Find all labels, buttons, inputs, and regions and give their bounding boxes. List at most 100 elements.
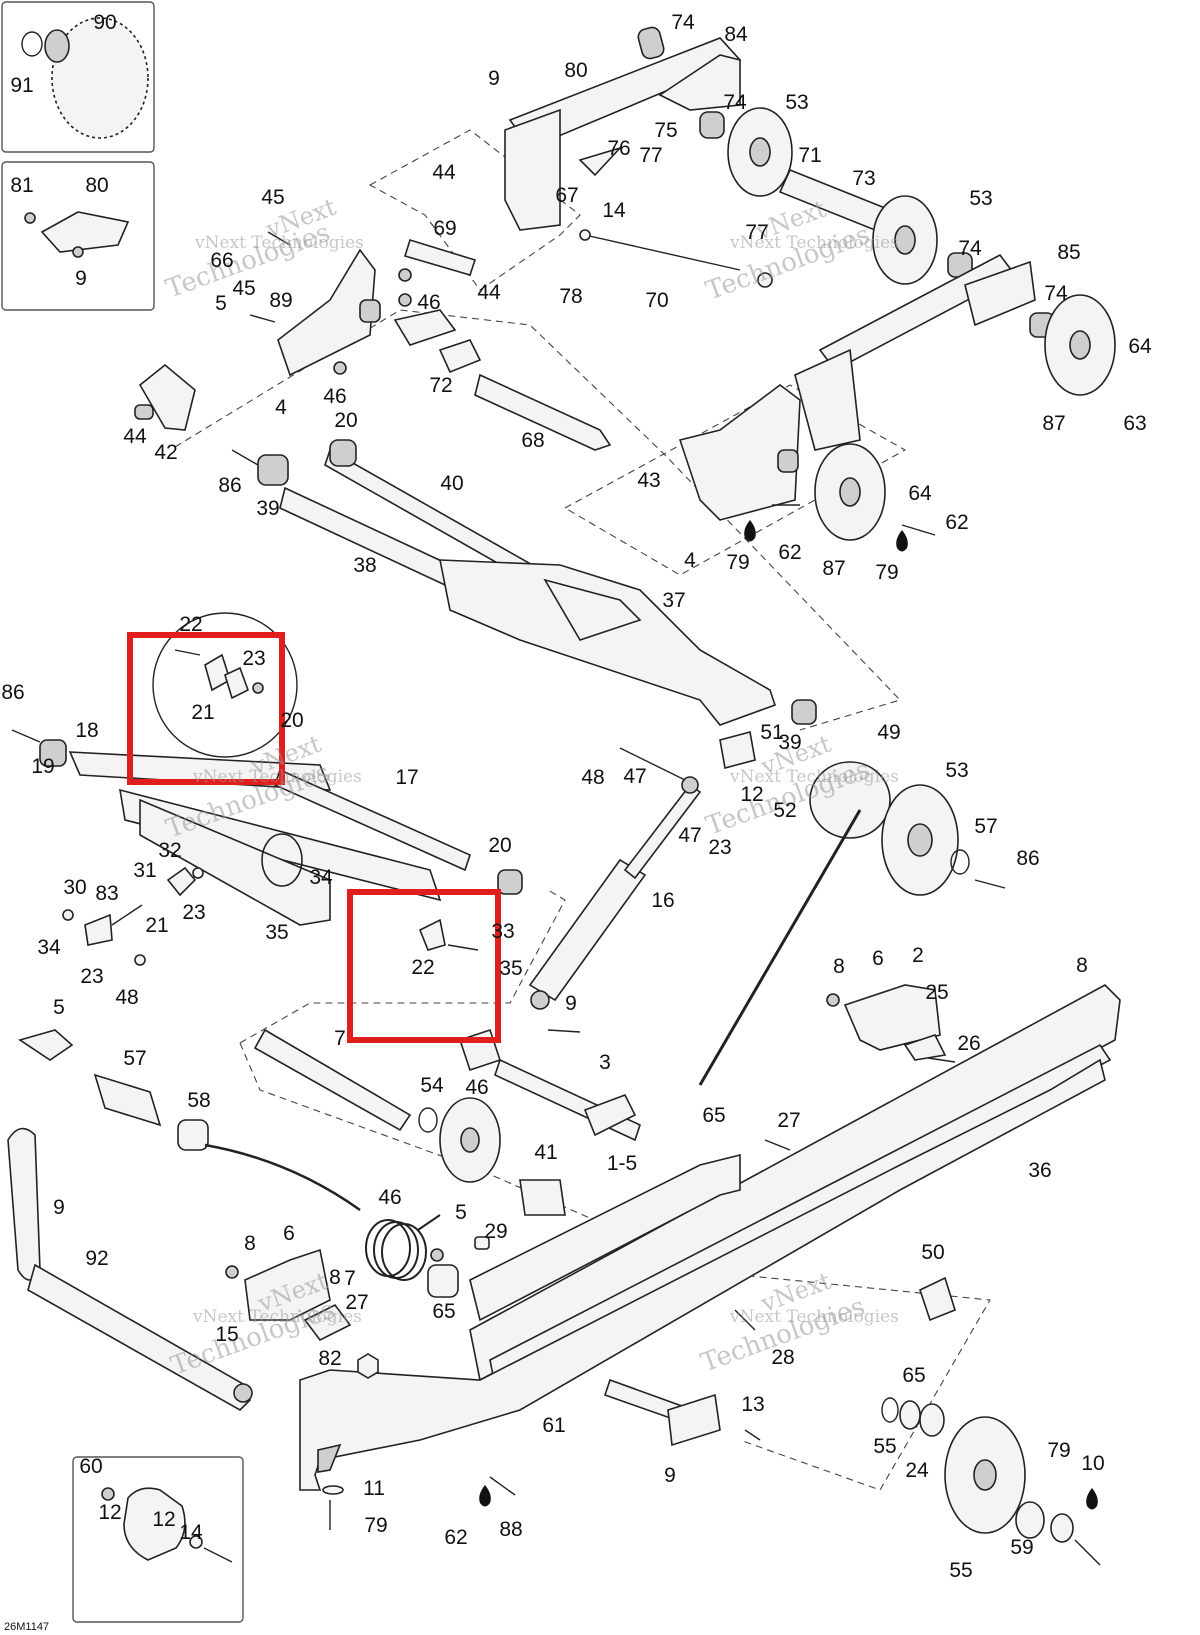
callout-71: 71 bbox=[798, 144, 821, 167]
callout-33: 33 bbox=[491, 920, 514, 943]
callout-5: 5 bbox=[455, 1201, 467, 1224]
right-arm-assembly bbox=[678, 384, 936, 541]
callout-74: 74 bbox=[1044, 282, 1068, 305]
callout-9: 9 bbox=[664, 1464, 676, 1487]
front-bracket-assembly bbox=[134, 231, 612, 451]
callout-86: 86 bbox=[1016, 847, 1039, 870]
callout-85: 85 bbox=[1057, 241, 1080, 264]
callout-37: 37 bbox=[662, 589, 685, 612]
callout-53: 53 bbox=[969, 187, 992, 210]
callout-8: 8 bbox=[1076, 954, 1088, 977]
callout-81: 81 bbox=[10, 174, 33, 197]
upper-arm-assembly bbox=[504, 26, 1116, 451]
callout-47: 47 bbox=[623, 765, 646, 788]
callout-54: 54 bbox=[420, 1074, 444, 1097]
callout-29: 29 bbox=[484, 1220, 507, 1243]
callout-74: 74 bbox=[958, 237, 982, 260]
callout-8: 8 bbox=[329, 1266, 341, 1289]
callout-43: 43 bbox=[637, 469, 660, 492]
callout-84: 84 bbox=[724, 23, 748, 46]
callout-21: 21 bbox=[191, 701, 214, 724]
callout-62: 62 bbox=[778, 541, 801, 564]
callout-42: 42 bbox=[154, 441, 177, 464]
callout-9: 9 bbox=[488, 67, 500, 90]
callout-63: 63 bbox=[1123, 412, 1146, 435]
dash-outline-top bbox=[368, 129, 581, 291]
callout-46: 46 bbox=[323, 385, 346, 408]
callout-79: 79 bbox=[1047, 1439, 1070, 1462]
callout-22: 22 bbox=[411, 956, 434, 979]
inset-box-top bbox=[1, 1, 155, 153]
watermark-text: vNext Technologies bbox=[729, 233, 899, 253]
callout-27: 27 bbox=[777, 1109, 800, 1132]
callout-9: 9 bbox=[75, 267, 87, 290]
callout-23: 23 bbox=[182, 901, 205, 924]
callout-20: 20 bbox=[334, 409, 357, 432]
callout-34: 34 bbox=[309, 866, 333, 889]
callout-53: 53 bbox=[945, 759, 968, 782]
callout-57: 57 bbox=[123, 1047, 146, 1070]
callout-76: 76 bbox=[607, 137, 630, 160]
callout-92: 92 bbox=[85, 1247, 108, 1270]
callout-9: 9 bbox=[565, 992, 577, 1015]
spring-wheel-assembly bbox=[698, 731, 1006, 1086]
callout-15: 15 bbox=[215, 1323, 238, 1346]
callout-24: 24 bbox=[905, 1459, 929, 1482]
callout-36: 36 bbox=[1028, 1159, 1051, 1182]
callout-77: 77 bbox=[745, 221, 768, 244]
dash-outline-bottom bbox=[239, 1042, 991, 1491]
callout-44: 44 bbox=[477, 281, 501, 304]
callout-11: 11 bbox=[363, 1477, 385, 1500]
callout-80: 80 bbox=[564, 59, 587, 82]
callout-32: 32 bbox=[158, 839, 181, 862]
callout-25: 25 bbox=[925, 981, 948, 1004]
callout-77: 77 bbox=[639, 144, 662, 167]
callout-14: 14 bbox=[602, 199, 626, 222]
callout-8: 8 bbox=[833, 955, 845, 978]
callout-47: 47 bbox=[678, 824, 701, 847]
torsion-spring bbox=[365, 1214, 490, 1298]
callout-86: 86 bbox=[1, 681, 24, 704]
callout-89: 89 bbox=[269, 289, 292, 312]
callout-55: 55 bbox=[873, 1435, 896, 1458]
callout-60: 60 bbox=[79, 1455, 102, 1478]
callout-73: 73 bbox=[852, 167, 875, 190]
callout-38: 38 bbox=[353, 554, 376, 577]
callout-39: 39 bbox=[778, 731, 801, 754]
callout-45: 45 bbox=[232, 277, 255, 300]
callout-91: 91 bbox=[10, 74, 33, 97]
callout-19: 19 bbox=[31, 755, 54, 778]
callout-75: 75 bbox=[654, 119, 677, 142]
callout-39: 39 bbox=[256, 497, 279, 520]
callout-23: 23 bbox=[242, 647, 265, 670]
dash-outline-mid bbox=[239, 889, 566, 1044]
callout-5: 5 bbox=[53, 996, 65, 1019]
callout-66: 66 bbox=[210, 249, 233, 272]
callout-1-5: 1-5 bbox=[607, 1152, 637, 1175]
callout-26: 26 bbox=[957, 1032, 980, 1055]
callout-80: 80 bbox=[85, 174, 108, 197]
callout-14: 14 bbox=[179, 1521, 203, 1544]
detail-circle bbox=[152, 612, 479, 951]
callout-68: 68 bbox=[521, 429, 544, 452]
callout-46: 46 bbox=[417, 291, 440, 314]
callout-64: 64 bbox=[908, 482, 932, 505]
detail-box-lower bbox=[347, 889, 501, 1043]
callout-34: 34 bbox=[37, 936, 61, 959]
watermark-text: vNext Technologies bbox=[729, 767, 899, 787]
callout-21: 21 bbox=[145, 914, 168, 937]
rear-link-arm bbox=[7, 1127, 253, 1411]
bottom-parts bbox=[322, 1139, 1101, 1566]
shock-absorber bbox=[528, 747, 702, 1033]
callout-72: 72 bbox=[429, 374, 452, 397]
side-bracket-left bbox=[225, 1248, 352, 1342]
callout-20: 20 bbox=[280, 709, 303, 732]
callout-62: 62 bbox=[945, 511, 968, 534]
callout-49: 49 bbox=[877, 721, 900, 744]
inset-box-mid bbox=[1, 161, 155, 311]
lubrication-drop-icons bbox=[479, 520, 1098, 1510]
callout-23: 23 bbox=[708, 836, 731, 859]
callout-44: 44 bbox=[123, 425, 147, 448]
